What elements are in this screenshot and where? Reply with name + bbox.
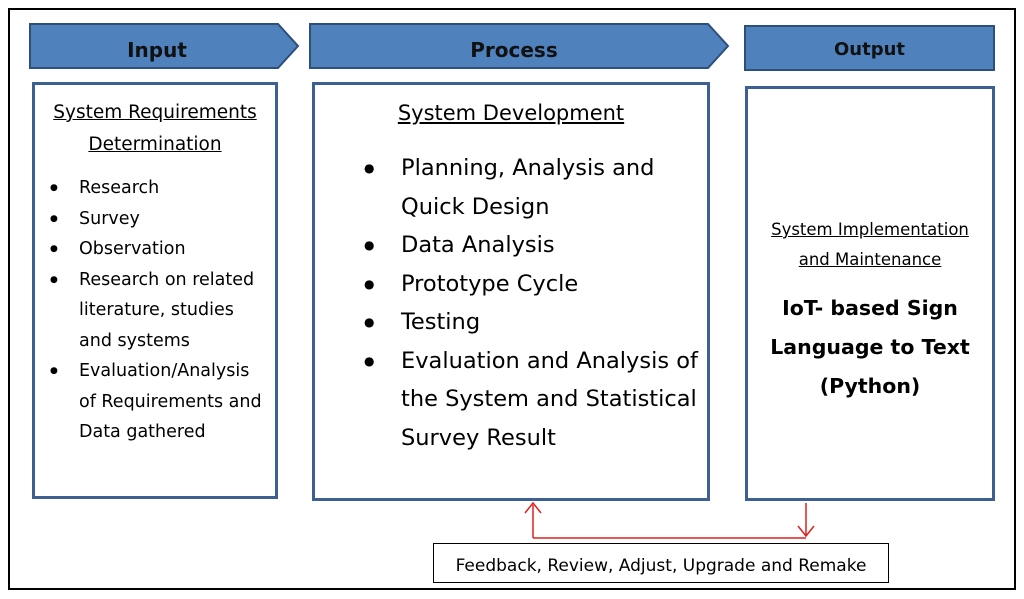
output-box: System Implementation and Maintenance Io… <box>745 86 995 501</box>
input-item-survey: Survey <box>35 204 275 235</box>
process-header-shape <box>309 23 730 69</box>
output-header: Output <box>833 39 906 60</box>
output-result: IoT- based Sign Language to Text (Python… <box>770 296 970 398</box>
process-item-data-analysis: Data Analysis <box>315 226 707 265</box>
diagram-frame <box>8 8 1016 590</box>
input-box: System Requirements Determination Resear… <box>32 82 278 499</box>
output-header-shape <box>744 25 995 71</box>
feedback-box: Feedback, Review, Adjust, Upgrade and Re… <box>433 543 889 583</box>
input-header-shape <box>29 23 300 69</box>
input-item-research: Research <box>35 173 275 204</box>
input-item-observation: Observation <box>35 234 275 265</box>
input-header: Input <box>127 38 187 62</box>
feedback-loop-arrow <box>524 501 815 539</box>
process-title: System Development <box>397 101 625 125</box>
process-item-prototype-cycle: Prototype Cycle <box>315 265 707 304</box>
process-box: System Development Planning, Analysis an… <box>312 82 710 501</box>
process-item-testing: Testing <box>315 303 707 342</box>
process-header: Process <box>470 38 558 62</box>
input-title: System Requirements Determination <box>53 102 257 155</box>
output-title: System Implementation and Maintenance <box>771 220 969 269</box>
input-list: Research Survey Observation Research on … <box>35 173 275 448</box>
